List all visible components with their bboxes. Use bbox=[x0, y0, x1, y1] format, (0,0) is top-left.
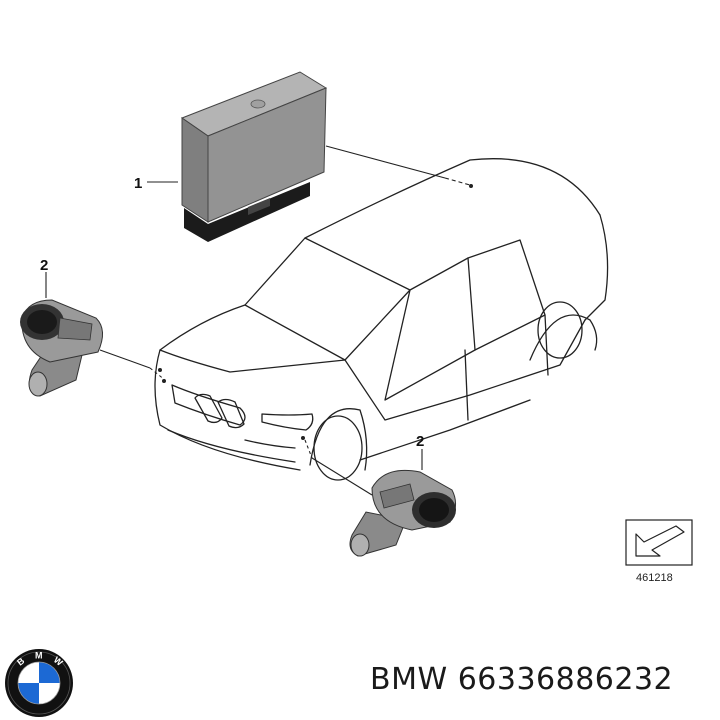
control-unit-mount-knob bbox=[250, 99, 266, 109]
control-unit-module bbox=[180, 71, 328, 242]
bmw-logo: B M W bbox=[5, 649, 73, 717]
part-number: 66336886232 bbox=[457, 662, 674, 697]
svg-text:B: B bbox=[15, 655, 27, 667]
callout-control-unit: 1 bbox=[134, 175, 142, 192]
control-unit-side-face bbox=[207, 87, 327, 223]
pdc-sensor-left bbox=[20, 299, 103, 397]
car-outline bbox=[154, 158, 609, 481]
reference-number: 461218 bbox=[636, 572, 673, 584]
svg-text:M: M bbox=[35, 651, 43, 661]
pdc-sensor-right bbox=[349, 469, 456, 557]
brand-name: BMW bbox=[370, 662, 448, 697]
control-unit-base bbox=[184, 182, 310, 242]
reference-box bbox=[625, 519, 693, 566]
part-caption: BMW 66336886232 bbox=[370, 662, 673, 697]
leader-lines bbox=[45, 145, 471, 496]
control-unit-front-face bbox=[181, 117, 209, 223]
callout-sensor-right: 2 bbox=[416, 433, 424, 450]
callout-sensor-left: 2 bbox=[40, 257, 48, 274]
reference-arrow-icon bbox=[635, 525, 685, 557]
